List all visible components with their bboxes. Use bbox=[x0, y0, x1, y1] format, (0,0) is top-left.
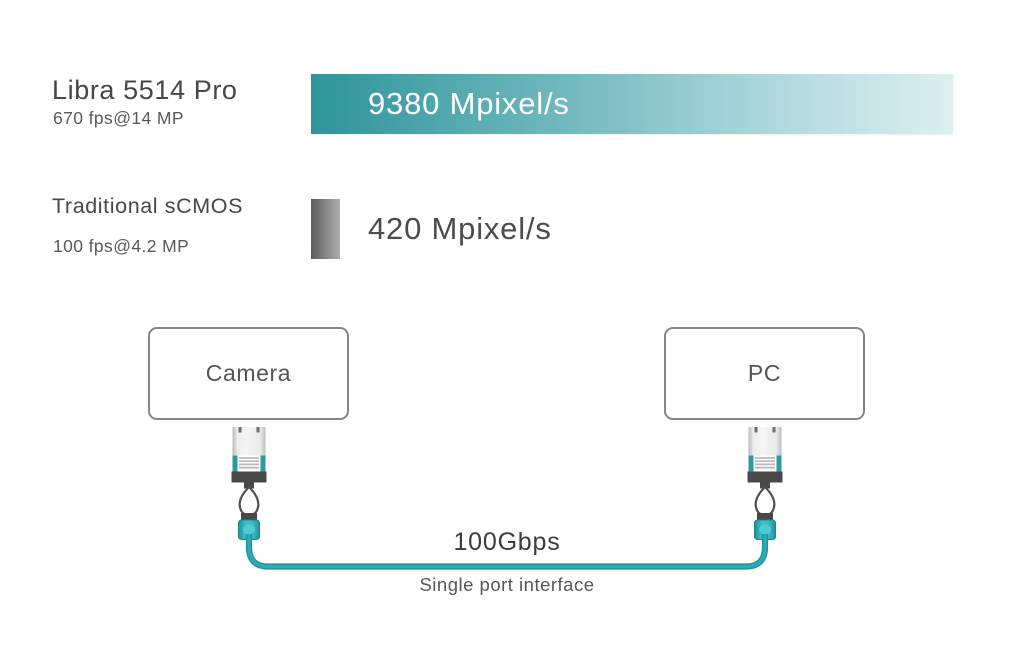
libra-subtitle: 670 fps@14 MP bbox=[53, 108, 184, 128]
libra-throughput-value: 9380 Mpixel/s bbox=[368, 86, 570, 121]
bandwidth-label: 100Gbps bbox=[453, 528, 561, 556]
camera-node-label: Camera bbox=[205, 360, 292, 386]
libra-title: Libra 5514 Pro bbox=[52, 75, 238, 105]
scmos-throughput-bar bbox=[311, 199, 340, 259]
pc-node-box: PC bbox=[664, 327, 865, 420]
scmos-title: Traditional sCMOS bbox=[52, 194, 244, 218]
scmos-throughput-value: 420 Mpixel/s bbox=[368, 211, 552, 246]
pc-node-label: PC bbox=[747, 360, 782, 386]
camera-transceiver-icon bbox=[230, 425, 268, 543]
interface-label: Single port interface bbox=[419, 574, 595, 595]
pc-transceiver-icon bbox=[746, 425, 784, 543]
camera-node-box: Camera bbox=[148, 327, 349, 420]
libra-throughput-bar: 9380 Mpixel/s bbox=[311, 74, 953, 134]
scmos-subtitle: 100 fps@4.2 MP bbox=[53, 236, 190, 256]
